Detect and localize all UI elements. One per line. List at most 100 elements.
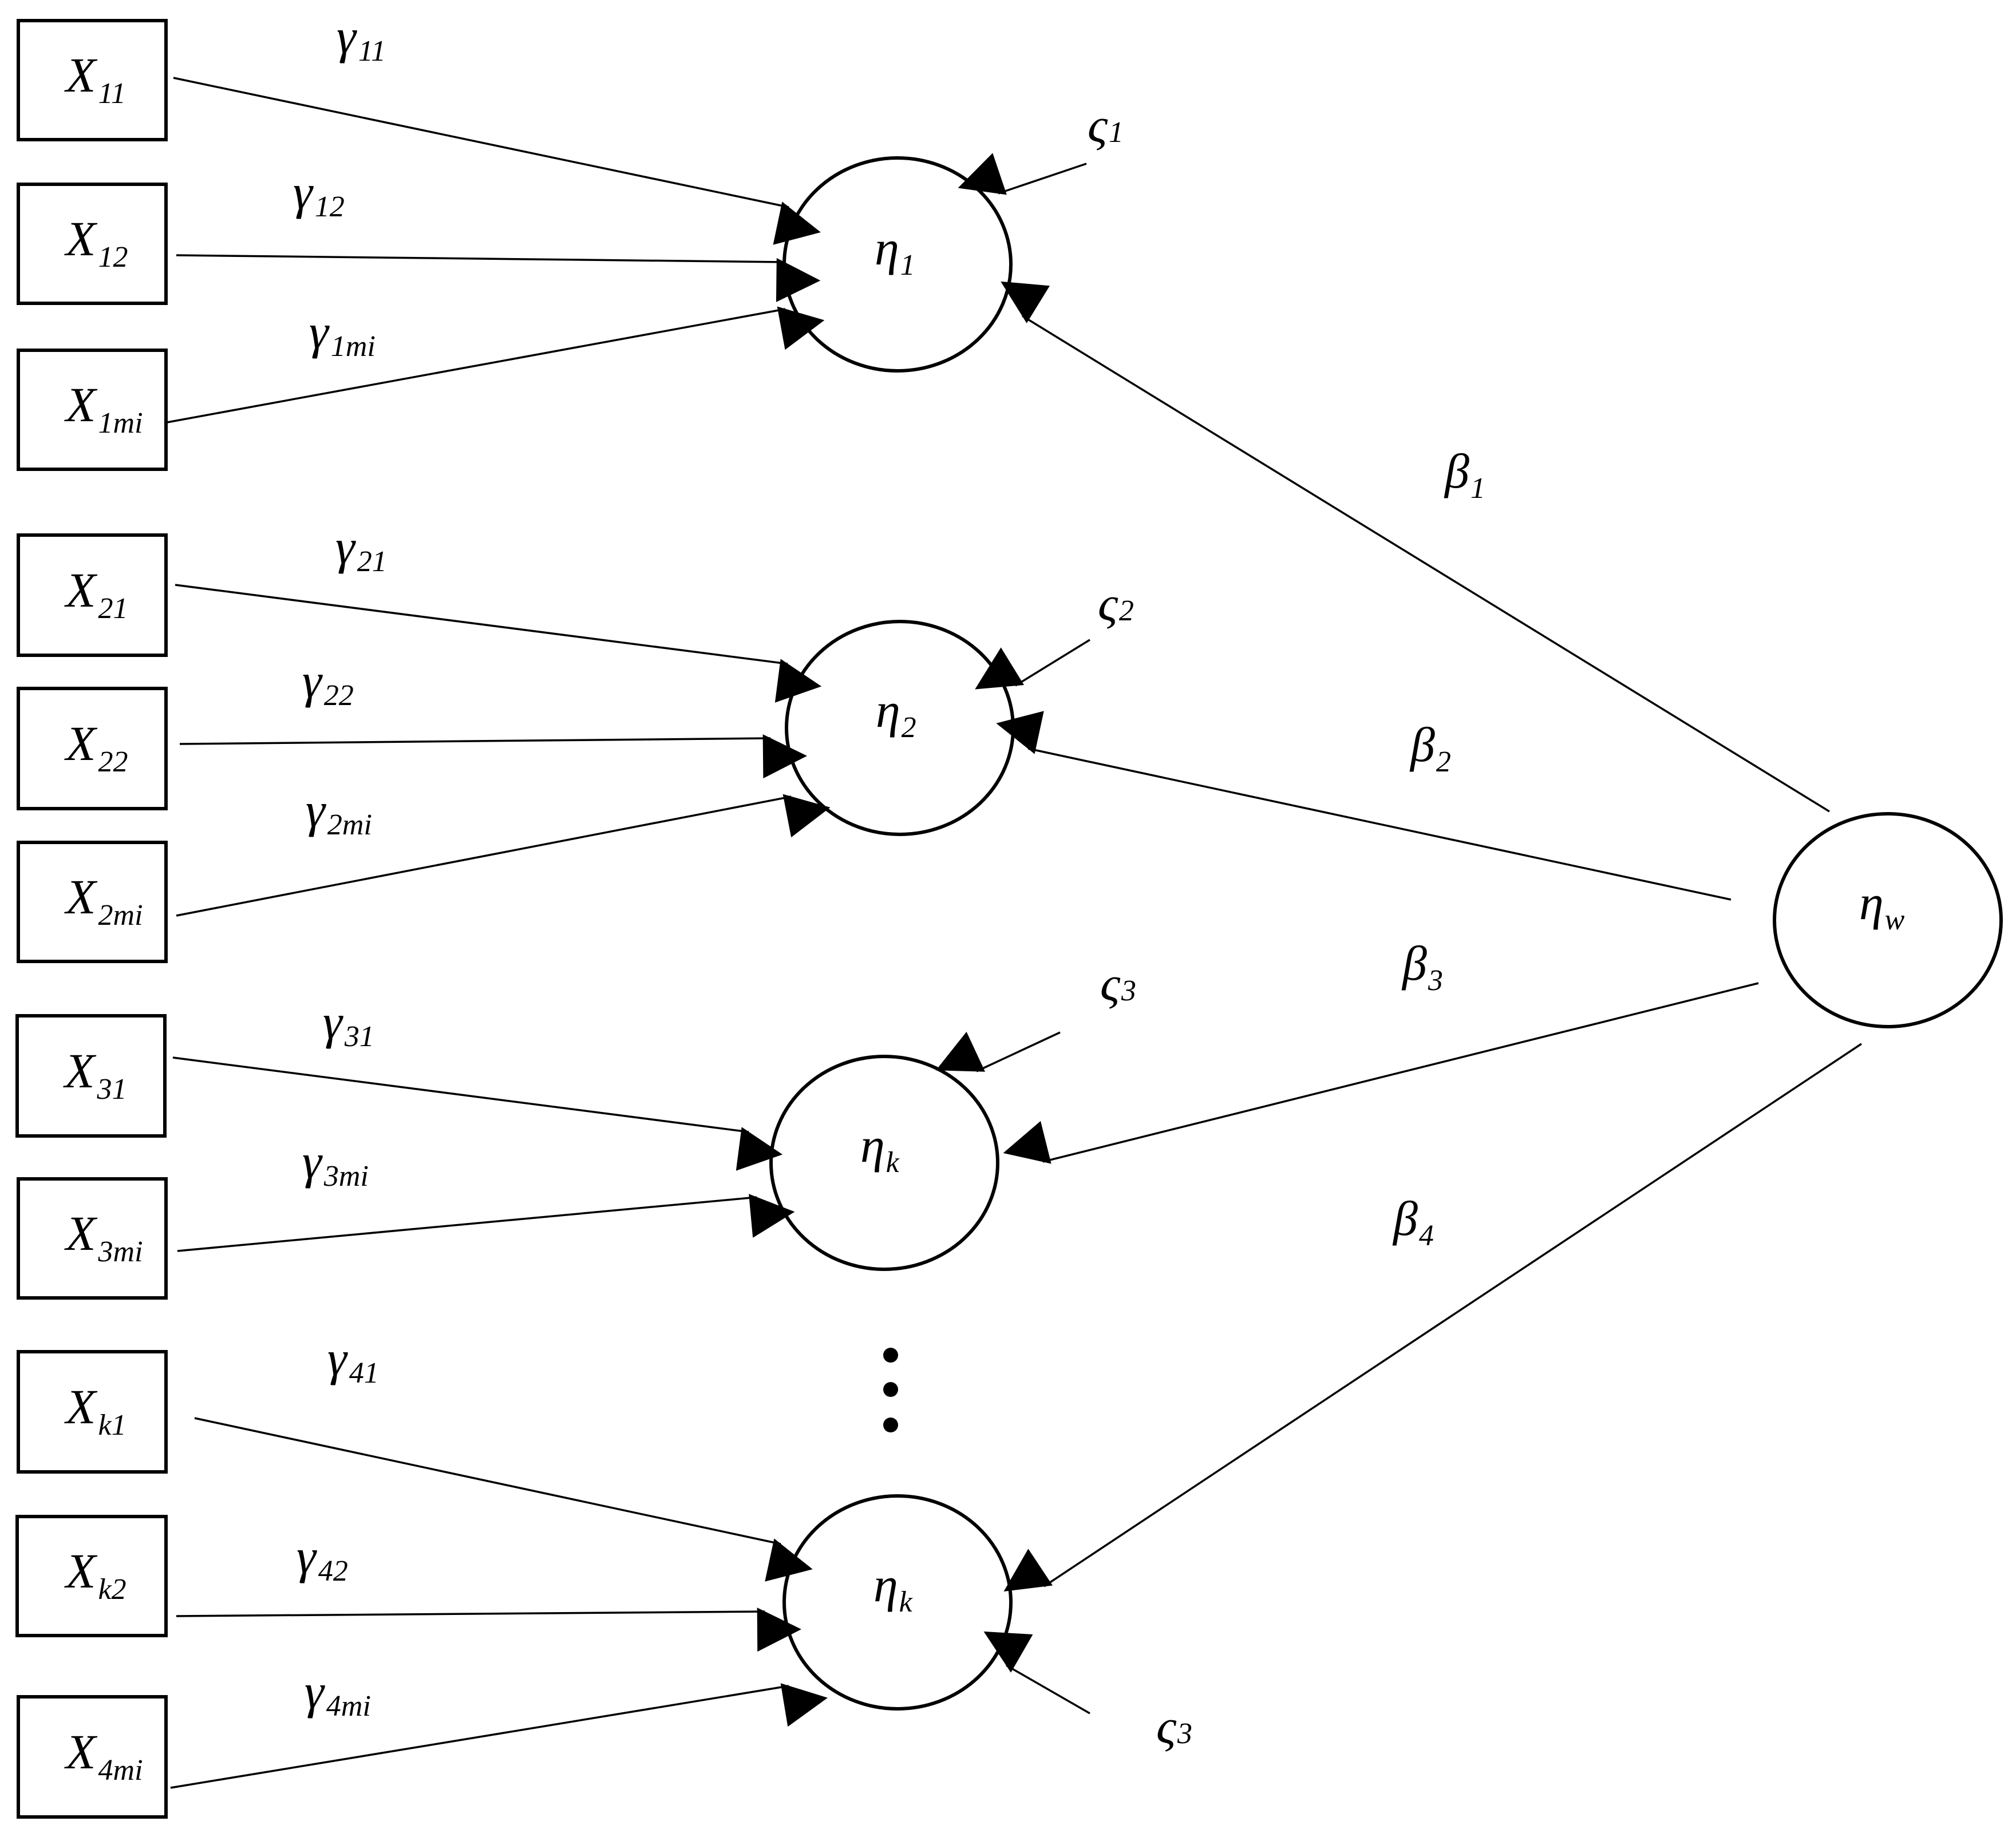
gamma-path-11: γ11 [173, 9, 821, 245]
indicator-x1mi: X1mi [17, 349, 168, 471]
svg-text:γ4mi: γ4mi [305, 1664, 371, 1723]
indicator-symbol: X [63, 1043, 97, 1098]
svg-text:X2mi: X2mi [64, 869, 143, 932]
svg-text:γ3mi: γ3mi [302, 1134, 369, 1193]
svg-text:X11: X11 [64, 47, 126, 110]
svg-text:ηk: ηk [873, 1557, 913, 1618]
gamma-subscript: 3mi [323, 1160, 369, 1193]
indicator-symbol: X [64, 1543, 98, 1598]
beta-symbol: β [1392, 1191, 1418, 1246]
indicator-symbol: X [64, 47, 98, 102]
svg-text:γ1mi: γ1mi [309, 304, 375, 363]
gamma-path-41: γ41 [194, 1331, 813, 1582]
latent-symbol: η [860, 1118, 885, 1173]
indicator-x2mi: X2mi [17, 841, 168, 963]
indicator-subscript: 12 [98, 241, 128, 274]
gamma-symbol: γ [302, 653, 323, 708]
indicator-subscript: 21 [98, 592, 128, 625]
indicator-symbol: X [64, 1379, 98, 1434]
indicator-x21: X21 [17, 533, 168, 657]
gamma-subscript: 1mi [331, 330, 375, 363]
indicator-subscript: k1 [98, 1409, 127, 1442]
gamma-subscript: 41 [349, 1357, 379, 1389]
gamma-path-2mi: γ2mi [176, 782, 831, 917]
gamma-symbol: γ [327, 1331, 348, 1385]
gamma-subscript: 22 [324, 679, 354, 712]
latent-etak-lower: ηk [782, 1494, 1013, 1711]
gamma-symbol: γ [337, 9, 357, 64]
gamma-symbol: γ [293, 164, 314, 219]
indicator-subscript: k2 [98, 1573, 127, 1606]
gamma-symbol: γ [309, 304, 330, 359]
disturbance-3: ς3 [935, 956, 1136, 1072]
indicator-subscript: 22 [98, 746, 128, 778]
svg-text:ς2: ς2 [1098, 576, 1134, 631]
svg-text:X12: X12 [64, 211, 128, 274]
latent-etaw: ηw [1773, 812, 2003, 1028]
disturbance-1: ς1 [958, 98, 1124, 195]
latent-subscript: 2 [902, 711, 916, 744]
disturbance-symbol: ς [1100, 956, 1121, 1011]
indicator-x22: X22 [17, 687, 168, 810]
svg-text:X3mi: X3mi [64, 1206, 143, 1268]
svg-text:X21: X21 [64, 563, 128, 625]
gamma-path-31: γ31 [172, 994, 783, 1171]
gamma-symbol: γ [335, 519, 356, 574]
disturbance-subscript: 3 [1121, 975, 1136, 1007]
disturbance-symbol: ς [1098, 576, 1118, 631]
latent-eta2: η2 [785, 620, 1015, 836]
beta-symbol: β [1401, 936, 1427, 991]
svg-text:X1mi: X1mi [64, 377, 143, 440]
gamma-subscript: 4mi [326, 1690, 371, 1723]
ellipsis-dot [883, 1348, 898, 1363]
svg-text:ς3: ς3 [1100, 956, 1136, 1011]
svg-text:γ31: γ31 [323, 994, 374, 1053]
beta-path-1: β1 [1001, 281, 1830, 813]
svg-text:β2: β2 [1409, 717, 1451, 778]
latent-symbol: η [873, 1557, 898, 1612]
latent-subscript: 1 [900, 249, 915, 282]
gamma-path-22: γ22 [179, 653, 808, 779]
gamma-path-1mi: γ1mi [167, 304, 825, 423]
indicator-xk2: Xk2 [15, 1515, 168, 1637]
indicator-symbol: X [64, 1206, 98, 1261]
svg-text:X4mi: X4mi [64, 1724, 143, 1787]
svg-text:Xk2: Xk2 [64, 1543, 127, 1606]
indicator-symbol: X [64, 869, 98, 924]
gamma-subscript: 42 [318, 1555, 348, 1587]
svg-text:γ22: γ22 [302, 653, 354, 712]
beta-path-2: β2 [996, 711, 1732, 901]
disturbance-2: ς2 [975, 576, 1134, 690]
disturbance-subscript: 1 [1109, 116, 1124, 149]
beta-path-4: β4 [1003, 1043, 1862, 1591]
disturbance-4: ς3 [983, 1631, 1192, 1754]
svg-text:η1: η1 [875, 220, 915, 282]
indicator-symbol: X [64, 563, 98, 617]
beta-symbol: β [1444, 444, 1469, 498]
gamma-path-3mi: γ3mi [177, 1134, 795, 1252]
latent-subscript: k [899, 1586, 913, 1618]
ellipsis-dot [883, 1418, 898, 1432]
gamma-symbol: γ [305, 1664, 325, 1719]
indicator-subscript: 1mi [98, 407, 143, 440]
indicator-subscript: 11 [98, 77, 126, 110]
vertical-ellipsis [883, 1348, 898, 1432]
svg-text:ηk: ηk [860, 1118, 900, 1179]
indicator-x12: X12 [17, 183, 168, 305]
beta-subscript: 1 [1471, 472, 1485, 505]
disturbance-symbol: ς [1156, 1699, 1177, 1754]
beta-subscript: 2 [1436, 746, 1451, 778]
svg-text:η2: η2 [876, 683, 916, 744]
svg-text:γ21: γ21 [335, 519, 387, 578]
indicator-subscript: 4mi [98, 1754, 143, 1787]
beta-subscript: 4 [1419, 1220, 1434, 1252]
gamma-path-4mi: γ4mi [170, 1664, 828, 1789]
svg-text:γ2mi: γ2mi [306, 782, 372, 841]
svg-text:γ42: γ42 [297, 1529, 348, 1587]
gamma-subscript: 11 [358, 35, 386, 68]
gamma-path-42: γ42 [176, 1529, 801, 1652]
svg-text:ς1: ς1 [1088, 98, 1124, 153]
svg-text:γ12: γ12 [293, 164, 345, 223]
svg-text:β4: β4 [1392, 1191, 1434, 1252]
